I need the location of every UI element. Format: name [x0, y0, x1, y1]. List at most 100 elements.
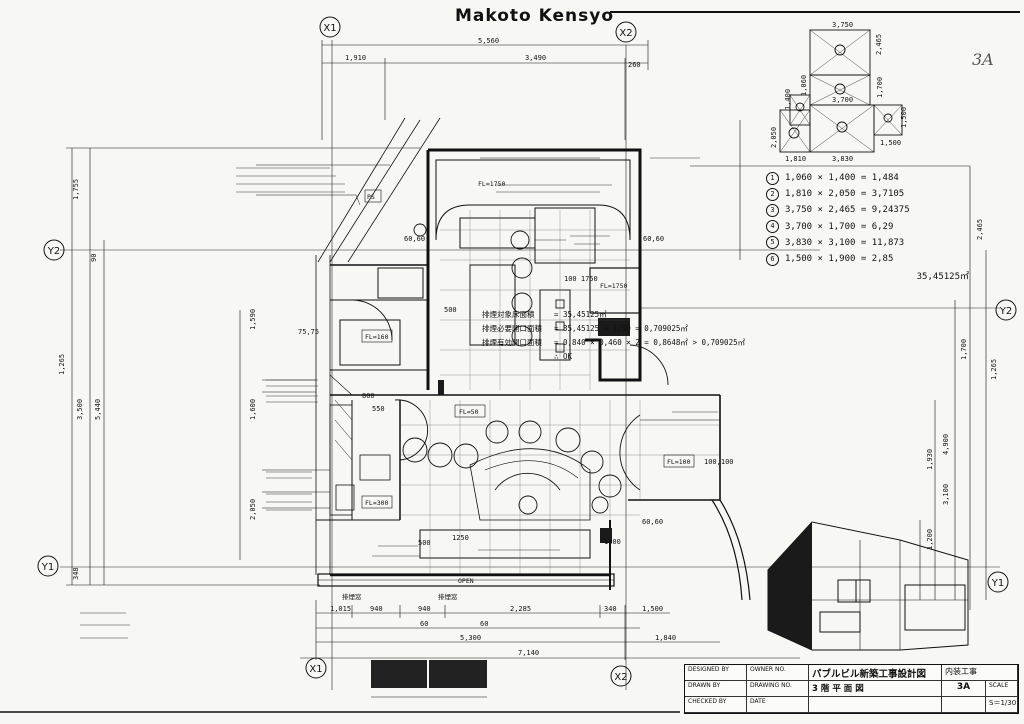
svg-text:Y1: Y1 — [991, 578, 1004, 589]
svg-text:1,265: 1,265 — [58, 354, 66, 375]
svg-text:1,700: 1,700 — [960, 339, 968, 360]
owner-no-label: OWNER NO. — [747, 665, 809, 681]
svg-text:PS: PS — [367, 193, 375, 201]
svg-text:60,60: 60,60 — [643, 235, 664, 243]
svg-text:1,590: 1,590 — [249, 309, 257, 330]
svg-text:7,140: 7,140 — [518, 649, 539, 657]
svg-text:340: 340 — [604, 605, 617, 613]
window-band: OPEN 排煙窓 排煙窓 — [317, 573, 615, 601]
area-row: 5 3,830 × 3,100 = 11,873 — [766, 235, 971, 251]
grid-bubble-x1-bottom: X1 — [305, 657, 327, 679]
drawn-by-label: DRAWN BY — [685, 681, 747, 697]
sheet-id: 3A — [942, 681, 986, 697]
svg-text:3,500: 3,500 — [76, 399, 84, 420]
calc-row: ∴ OK — [482, 350, 782, 364]
svg-text:1,755: 1,755 — [72, 179, 80, 200]
svg-text:FL=1750: FL=1750 — [478, 180, 505, 188]
calc-label — [482, 350, 546, 364]
svg-text:3,100: 3,100 — [942, 484, 950, 505]
location-plan — [767, 521, 969, 651]
grid-bubble-x2-top: X2 — [615, 21, 637, 43]
floor-grid — [400, 210, 720, 575]
area-row-expression: 3,830 × 3,100 = 11,873 — [785, 237, 905, 248]
calc-expression: = 0,840 × 0,460 × 2 = 0,8648㎡ > 0,709025… — [554, 338, 746, 347]
calc-label: 排煙対象床面積 — [482, 310, 535, 319]
svg-text:100 1750: 100 1750 — [564, 275, 598, 283]
area-row: 2 1,810 × 2,050 = 3,7105 — [766, 186, 971, 202]
grid-bubble-y2-left: Y2 — [43, 239, 65, 261]
calc-row: 排煙対象床面積= 35,45125㎡ — [482, 308, 782, 322]
svg-text:940: 940 — [418, 605, 431, 613]
svg-text:3,490: 3,490 — [525, 54, 546, 62]
area-calculation-list: 1 1,060 × 1,400 = 1,484 2 1,810 × 2,050 = … — [766, 170, 971, 285]
svg-text:1,500: 1,500 — [642, 605, 663, 613]
room-labels: 60,60 60,60 60,60 75,75 100,100 100 1750… — [298, 180, 734, 547]
svg-text:60,60: 60,60 — [404, 235, 425, 243]
svg-text:2,285: 2,285 — [510, 605, 531, 613]
dimension-chain-bottom: 1,015 940 940 2,285 340 1,500 60 60 5,30… — [300, 600, 800, 660]
svg-text:550: 550 — [372, 405, 385, 413]
area-row-expression: 3,700 × 1,700 = 6,29 — [785, 221, 894, 232]
exterior-curve — [711, 395, 751, 601]
svg-text:100,100: 100,100 — [704, 458, 734, 466]
svg-text:500: 500 — [418, 539, 431, 547]
area-row-number: 2 — [766, 187, 779, 201]
svg-text:260: 260 — [628, 61, 641, 69]
svg-text:90: 90 — [90, 254, 98, 262]
svg-text:1,265: 1,265 — [990, 359, 998, 380]
calc-row: 排煙有効開口面積= 0,840 × 0,460 × 2 = 0,8648㎡ > … — [482, 336, 782, 350]
area-row-number: 5 — [766, 236, 779, 250]
area-total: 35,45125㎡ — [916, 272, 969, 283]
calc-label: 排煙必要開口面積 — [482, 324, 542, 333]
calc-result: ∴ OK — [554, 352, 573, 361]
area-row-expression: 1,060 × 1,400 = 1,484 — [785, 173, 899, 183]
svg-text:2,050: 2,050 — [249, 499, 257, 520]
area-row-expression: 1,810 × 2,050 = 3,7105 — [785, 189, 905, 200]
area-row-number: 4 — [766, 220, 779, 234]
svg-text:X1: X1 — [323, 23, 336, 34]
svg-text:60,60: 60,60 — [642, 518, 663, 526]
svg-text:FL=50: FL=50 — [459, 408, 479, 416]
svg-text:60: 60 — [420, 620, 428, 628]
svg-text:1400: 1400 — [604, 538, 621, 546]
title-block: DESIGNED BY OWNER NO. パブルビル新築工事設計図 内装工事 … — [684, 664, 1019, 714]
svg-text:1,910: 1,910 — [345, 54, 366, 62]
dimension-chain-right: 2,465 1,700 1,265 4,900 1,930 3,100 1,20… — [690, 120, 998, 610]
svg-text:2,465: 2,465 — [875, 34, 883, 55]
smoke-vent-calculation: 排煙対象床面積= 35,45125㎡ 排煙必要開口面積= 35,45125 × … — [482, 308, 782, 364]
grid-bubble-y2-right: Y2 — [995, 299, 1017, 321]
svg-text:3,750: 3,750 — [832, 21, 853, 29]
designed-by-label: DESIGNED BY — [685, 665, 747, 681]
area-row-expression: 3,750 × 2,465 = 9,24375 — [785, 205, 910, 216]
title-blank — [942, 697, 986, 713]
svg-text:1,400: 1,400 — [784, 89, 792, 110]
svg-text:X1: X1 — [309, 664, 322, 675]
scale-value: S＝1/30 — [986, 697, 1018, 713]
area-row: 4 3,700 × 1,700 = 6,29 — [766, 219, 971, 235]
walls — [316, 148, 721, 590]
svg-text:1,015: 1,015 — [330, 605, 351, 613]
callout-lines — [256, 157, 600, 509]
discipline-label: 内装工事 — [942, 665, 1018, 681]
area-row-expression: 1,500 × 1,900 = 2,85 — [785, 254, 894, 265]
svg-text:1,060: 1,060 — [800, 75, 808, 96]
grid-lines — [60, 40, 1000, 690]
grid-bubble-y1-left: Y1 — [37, 555, 59, 577]
svg-text:Y2: Y2 — [999, 306, 1012, 317]
svg-text:3,830: 3,830 — [832, 155, 853, 163]
svg-text:940: 940 — [370, 605, 383, 613]
svg-text:2,050: 2,050 — [770, 127, 778, 148]
dimension-chain-top: 5,560 1,910 3,490 260 — [321, 37, 649, 140]
sheet-name: 3 階 平 面 図 — [809, 681, 942, 697]
brand-logo-text: Makoto Kensyo — [455, 6, 615, 26]
svg-text:X2: X2 — [614, 672, 627, 683]
svg-text:FL=160: FL=160 — [365, 333, 389, 341]
svg-text:1,600: 1,600 — [249, 399, 257, 420]
checked-by-label: CHECKED BY — [685, 697, 747, 713]
scale-label: SCALE — [986, 681, 1018, 697]
svg-text:1,200: 1,200 — [926, 529, 934, 550]
svg-text:3,700: 3,700 — [832, 96, 853, 104]
area-row-number: 1 — [766, 171, 779, 185]
